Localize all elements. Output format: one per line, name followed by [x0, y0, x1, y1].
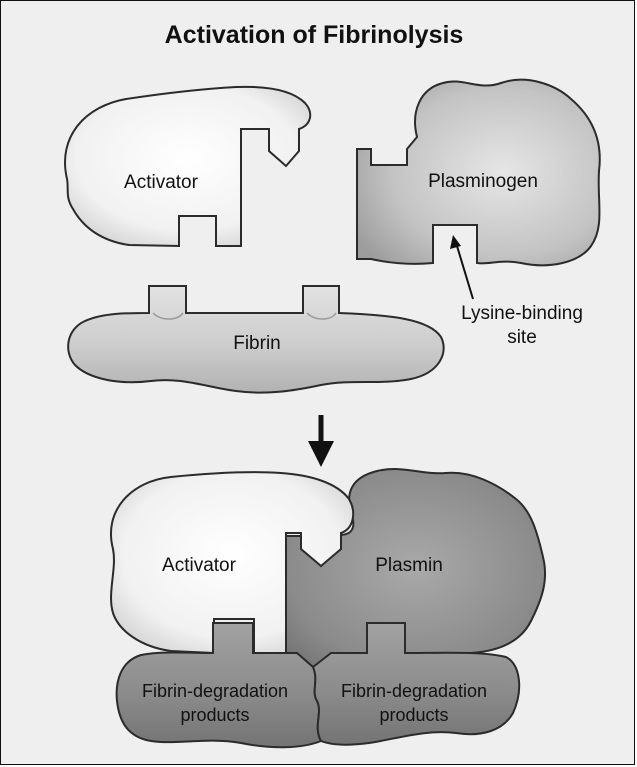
activator-label: Activator: [124, 172, 199, 193]
bound-activator-label: Activator: [162, 555, 237, 576]
plasminogen-label: Plasminogen: [428, 171, 538, 192]
arrow-down-icon: [308, 415, 334, 467]
fdp-left-label: Fibrin-degradation: [142, 681, 288, 701]
lysine-binding-site-label: Lysine-binding: [461, 303, 583, 324]
fdp-right-label: Fibrin-degradation: [341, 681, 487, 701]
lysine-binding-site-label-2: site: [507, 327, 537, 348]
activator-molecule: [65, 87, 310, 246]
diagram-title: Activation of Fibrinolysis: [165, 21, 464, 49]
plasmin-label: Plasmin: [375, 555, 443, 576]
fdp-right-label-2: products: [379, 705, 448, 725]
fdp-left-label-2: products: [180, 705, 249, 725]
fibrin-label: Fibrin: [233, 333, 281, 354]
pointer-arrow-icon: [450, 235, 473, 299]
